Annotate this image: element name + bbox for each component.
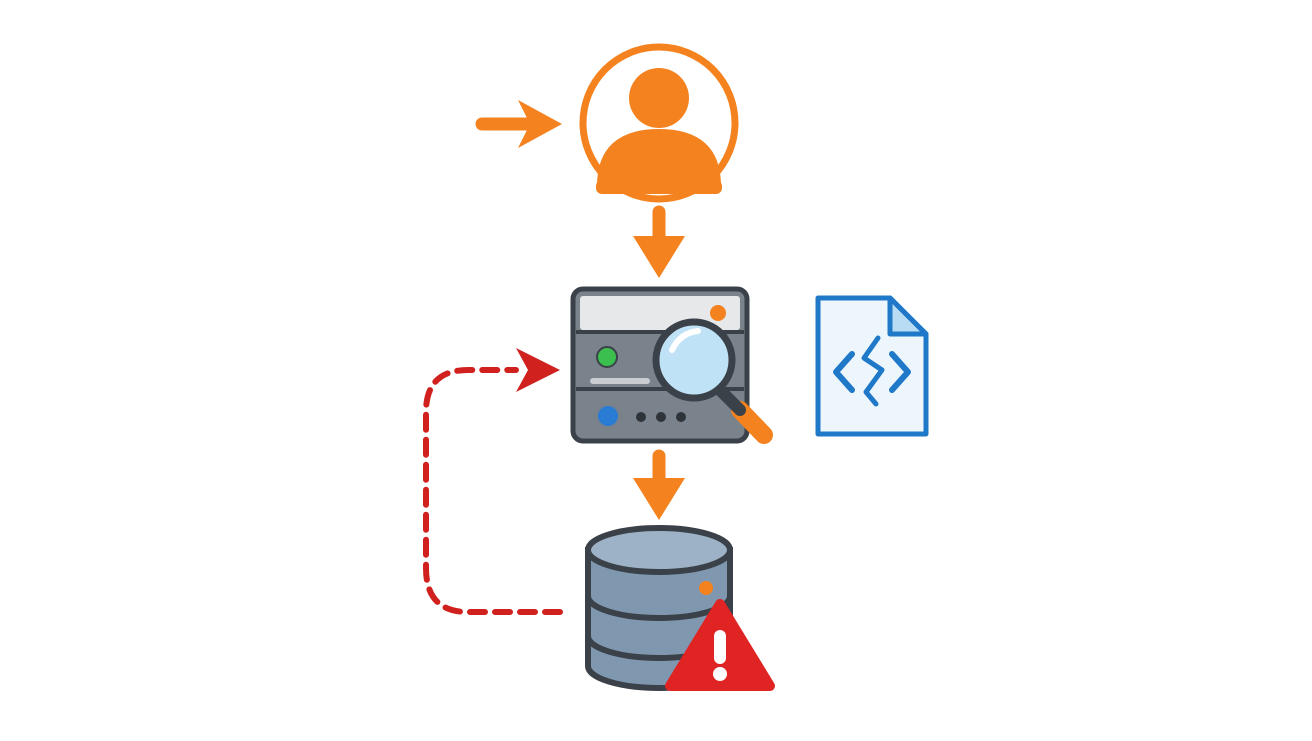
incoming-arrow: [475, 100, 562, 148]
arrow-user-to-server: [633, 205, 685, 278]
database-icon: [585, 525, 733, 691]
database-status-led: [699, 581, 713, 595]
code-file-icon: [815, 295, 929, 437]
server-status-led-orange: [710, 305, 726, 321]
server-status-led-green: [596, 346, 618, 368]
warning-icon: [665, 599, 775, 691]
feedback-dashed-arrow: [423, 348, 563, 615]
user-avatar-icon: [579, 43, 739, 203]
arrow-server-to-database: [633, 449, 685, 520]
server-status-led-blue: [598, 406, 618, 426]
magnifier-icon: [652, 318, 773, 444]
